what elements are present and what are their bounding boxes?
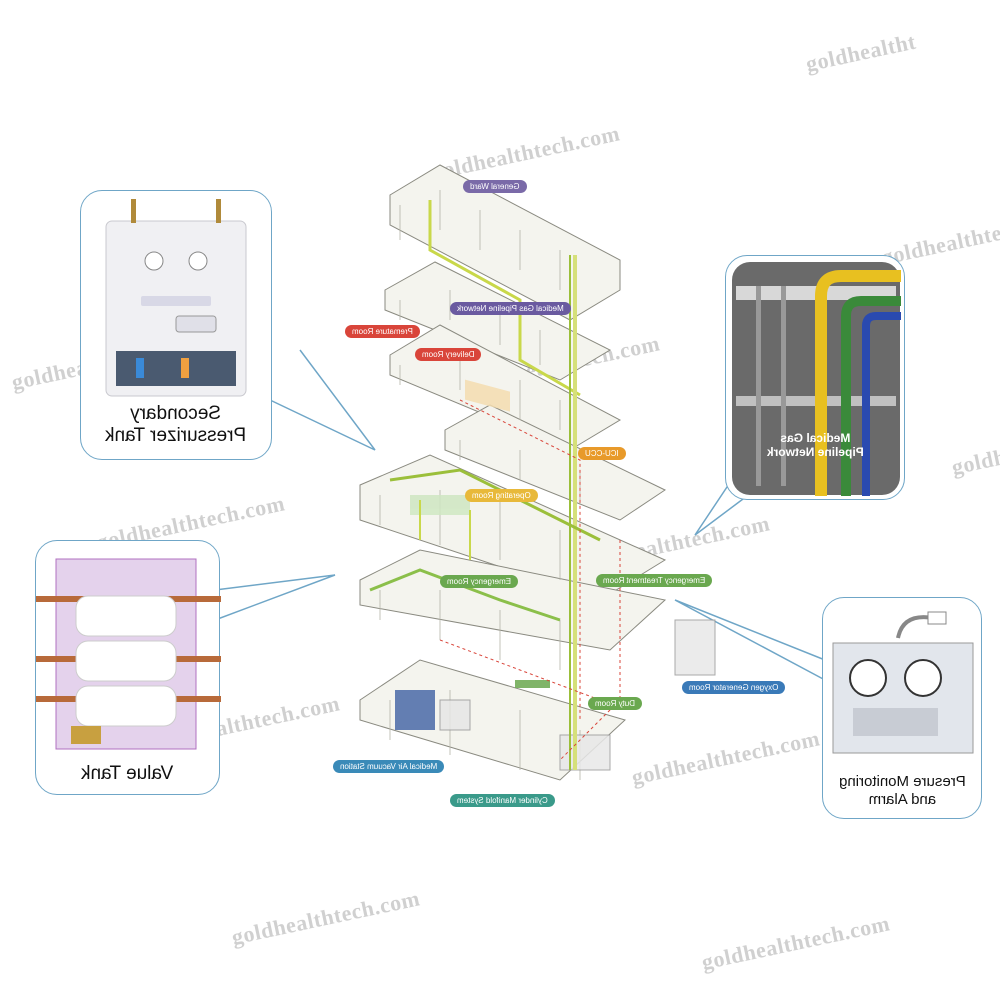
callout-value-tank: Value Tank — [35, 540, 221, 795]
room-tag-premature: Premature Room — [345, 325, 420, 338]
room-tag-emergency: Emergency Room — [440, 575, 519, 588]
room-tag-cylinder-manifold: Cylinder Manifold System — [450, 794, 555, 807]
callout-caption: Secondary Pressurizer Tank — [105, 403, 247, 446]
room-tag-vacuum-station: Medical Air Vacuum Station — [333, 760, 445, 773]
pipeline-photo — [732, 262, 901, 496]
pressure-monitor-image — [832, 611, 974, 754]
room-tag-oxygen-generator: Oxygen Generator Room — [682, 681, 786, 694]
callout-caption: Value Tank — [81, 763, 174, 784]
room-tag-emergency-treatment: Emergency Treatment Room — [596, 574, 713, 587]
room-tag-operating: Operating Room — [465, 489, 538, 502]
pressurizer-tank-image — [105, 199, 247, 397]
room-tag-duty: Duty Room — [588, 697, 643, 710]
room-tag-icu-ccu: ICU-CCU — [578, 447, 626, 460]
callout-caption: Medical Gas Pipeline Network — [766, 431, 864, 459]
room-tag-medical-gas: Medical Gas Pipeline Network — [450, 302, 571, 315]
room-tag-delivery: Delivery Room — [415, 348, 482, 361]
value-tank-image — [36, 558, 221, 750]
callout-pressure-monitoring: Presure Monitoring and Alarm — [822, 597, 982, 819]
callout-caption: Presure Monitoring and Alarm — [838, 773, 966, 808]
room-tag-general-ward: General Ward — [463, 180, 527, 193]
callout-medical-gas-pipeline: Medical Gas Pipeline Network — [725, 255, 905, 500]
callout-secondary-pressurizer-tank: Secondary Pressurizer Tank — [80, 190, 272, 460]
